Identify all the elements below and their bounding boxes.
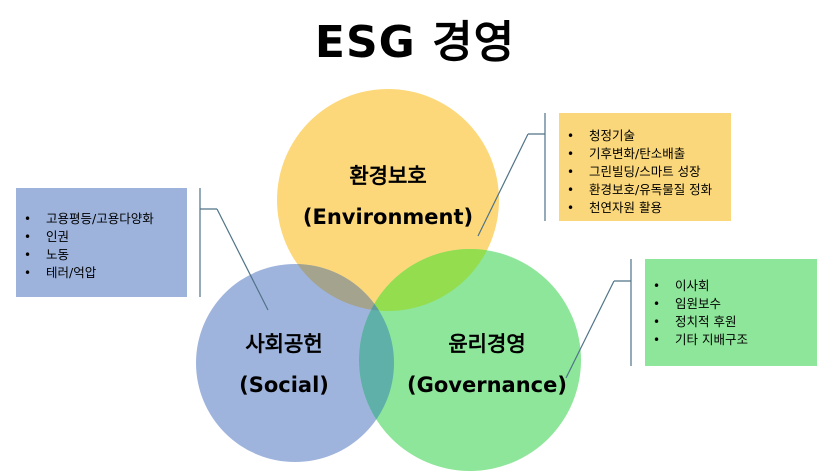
governance-subtitle: (Governance) xyxy=(407,373,567,397)
env-gov-overlap xyxy=(359,249,499,311)
environment-bracket xyxy=(528,113,546,221)
environment-subtitle: (Environment) xyxy=(302,205,474,229)
list-item: 그린빌딩/스마트 성장 xyxy=(559,163,731,181)
list-item: 천연자원 활용 xyxy=(559,199,731,217)
social-name: 사회공헌 xyxy=(245,332,323,356)
environment-item-list: 청정기술 기후변화/탄소배출 그린빌딩/스마트 성장 환경보호/유독물질 정화 … xyxy=(559,127,731,217)
social-circle xyxy=(196,264,394,462)
governance-name: 윤리경영 xyxy=(448,332,526,356)
governance-bracket xyxy=(614,259,632,366)
social-item-list: 고용평등/고용다양화 인권 노동 테러/억압 xyxy=(16,210,187,282)
list-item: 노동 xyxy=(16,246,187,264)
list-item: 이사회 xyxy=(645,277,817,295)
list-item: 기후변화/탄소배출 xyxy=(559,145,731,163)
social-info-box: 고용평등/고용다양화 인권 노동 테러/억압 xyxy=(16,188,187,297)
environment-info-box: 청정기술 기후변화/탄소배출 그린빌딩/스마트 성장 환경보호/유독물질 정화 … xyxy=(559,113,731,221)
list-item: 기타 지배구조 xyxy=(645,331,817,349)
environment-name: 환경보호 xyxy=(349,164,427,188)
list-item: 인권 xyxy=(16,228,187,246)
list-item: 고용평등/고용다양화 xyxy=(16,210,187,228)
governance-info-box: 이사회 임원보수 정치적 후원 기타 지배구조 xyxy=(645,259,817,366)
social-subtitle: (Social) xyxy=(239,373,329,397)
list-item: 임원보수 xyxy=(645,295,817,313)
list-item: 청정기술 xyxy=(559,127,731,145)
page-title: ESG 경영 xyxy=(314,17,516,68)
governance-connector xyxy=(565,280,615,379)
social-connector xyxy=(216,208,269,311)
environment-connector xyxy=(477,133,529,237)
list-item: 정치적 후원 xyxy=(645,313,817,331)
list-item: 테러/억압 xyxy=(16,264,187,282)
list-item: 환경보호/유독물질 정화 xyxy=(559,181,731,199)
social-bracket xyxy=(199,188,217,297)
governance-item-list: 이사회 임원보수 정치적 후원 기타 지배구조 xyxy=(645,277,817,349)
